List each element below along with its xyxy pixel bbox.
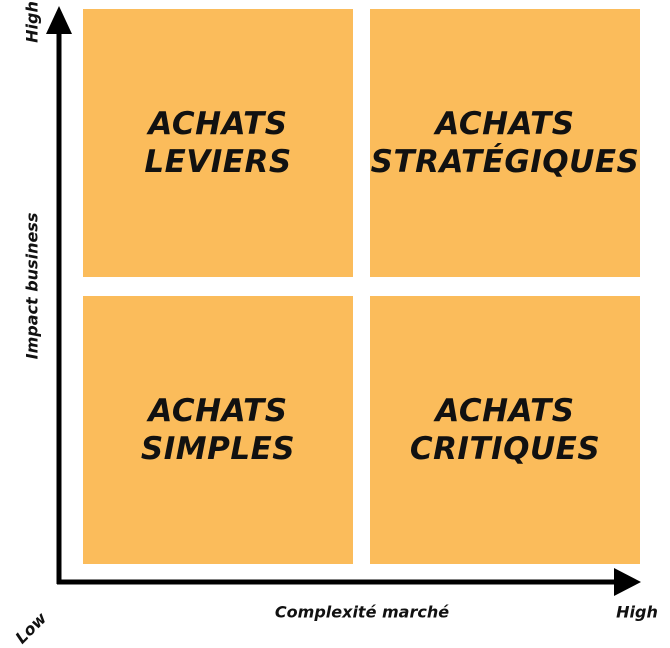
quadrant-achats-leviers: ACHATS LEVIERS [83,9,353,277]
quadrant-label-line1: ACHATS [148,106,288,142]
quadrant-label-line1: ACHATS [148,393,288,429]
y-axis-title: Impact business [22,212,42,360]
y-axis-high-label: High [22,1,42,43]
quadrant-label-line2: CRITIQUES [409,431,601,467]
quadrant-label-line2: SIMPLES [140,431,296,467]
x-axis-arrow-icon [614,568,641,596]
quadrant-achats-critiques: ACHATS CRITIQUES [370,296,640,564]
quadrant-label-line2: STRATÉGIQUES [370,144,640,180]
x-axis-title: Complexité marché [274,602,450,622]
quadrant-label-line1: ACHATS [435,106,575,142]
y-axis-arrow-icon [46,6,72,34]
quadrant-label-line2: LEVIERS [144,144,292,180]
x-axis-high-label: High [616,602,658,622]
quadrant-achats-strategiques: ACHATS STRATÉGIQUES [370,9,640,277]
quadrant-achats-simples: ACHATS SIMPLES [83,296,353,564]
quadrant-label-line1: ACHATS [435,393,575,429]
